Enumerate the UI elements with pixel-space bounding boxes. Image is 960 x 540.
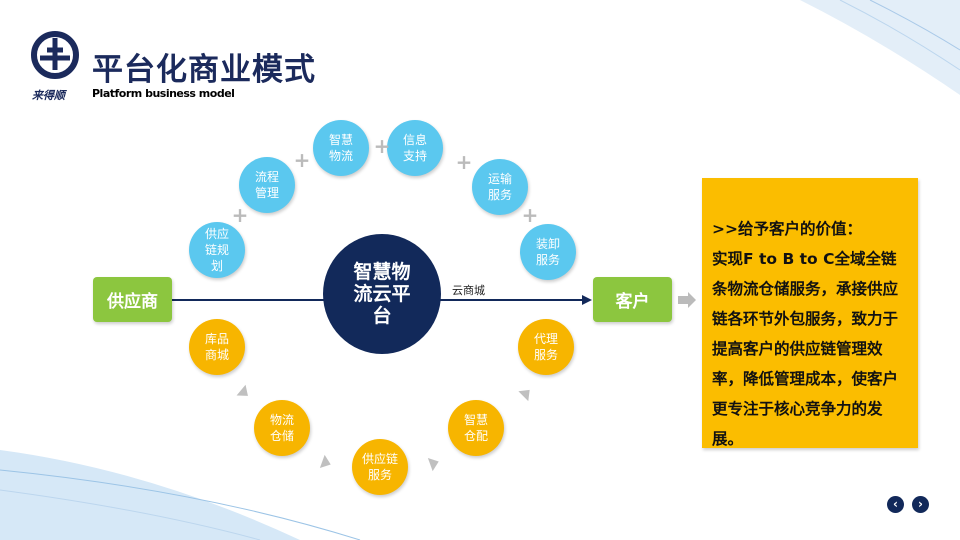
circle-transport-service: 运输 服务 bbox=[472, 159, 528, 215]
circle-supply-chain-planning: 供应 链规 划 bbox=[189, 222, 245, 278]
circle-supply-chain-service: 供应链 服务 bbox=[352, 439, 408, 495]
decorative-waves-bottom-left bbox=[0, 450, 361, 540]
circle-smart-distribution: 智慧 仓配 bbox=[448, 400, 504, 456]
plus-icon: + bbox=[455, 150, 473, 174]
logo-text: 来得顺 bbox=[32, 89, 65, 102]
circle-info-support: 信息 支持 bbox=[387, 120, 443, 176]
prev-slide-button[interactable]: ‹ bbox=[887, 496, 904, 513]
flow-label: 云商城 bbox=[452, 284, 485, 297]
supplier-box: 供应商 bbox=[93, 277, 172, 322]
arrow-icon bbox=[236, 384, 253, 402]
decorative-waves-top-right bbox=[800, 0, 960, 95]
arrow-icon bbox=[427, 454, 442, 472]
value-heading: >>给予客户的价值： bbox=[712, 220, 862, 238]
plus-icon: + bbox=[521, 203, 539, 227]
circle-logistics-storage: 物流 仓储 bbox=[254, 400, 310, 456]
circle-process-management: 流程 管理 bbox=[239, 157, 295, 213]
customer-value-box: >>给予客户的价值： 实现F to B to C全域全链条物流仓储服务，承接供应… bbox=[702, 178, 918, 448]
plus-icon: + bbox=[293, 148, 311, 172]
value-body: 实现F to B to C全域全链条物流仓储服务，承接供应链各环节外包服务，致力… bbox=[712, 250, 899, 448]
page-subtitle: Platform business model bbox=[92, 87, 235, 100]
page-title: 平台化商业模式 bbox=[92, 52, 316, 88]
circle-smart-logistics: 智慧 物流 bbox=[313, 120, 369, 176]
circle-agency-service: 代理 服务 bbox=[518, 319, 574, 375]
plus-icon: + bbox=[373, 134, 391, 158]
plus-icon: + bbox=[231, 203, 249, 227]
arrow-icon bbox=[518, 384, 535, 402]
customer-box: 客户 bbox=[593, 277, 672, 322]
circle-loading-service: 装卸 服务 bbox=[520, 224, 576, 280]
company-logo bbox=[31, 31, 79, 79]
next-slide-button[interactable]: › bbox=[912, 496, 929, 513]
circle-warehouse-mall: 库品 商城 bbox=[189, 319, 245, 375]
arrow-to-value-icon bbox=[678, 292, 696, 308]
cloud-platform-center: 智慧物 流云平 台 bbox=[323, 234, 441, 354]
